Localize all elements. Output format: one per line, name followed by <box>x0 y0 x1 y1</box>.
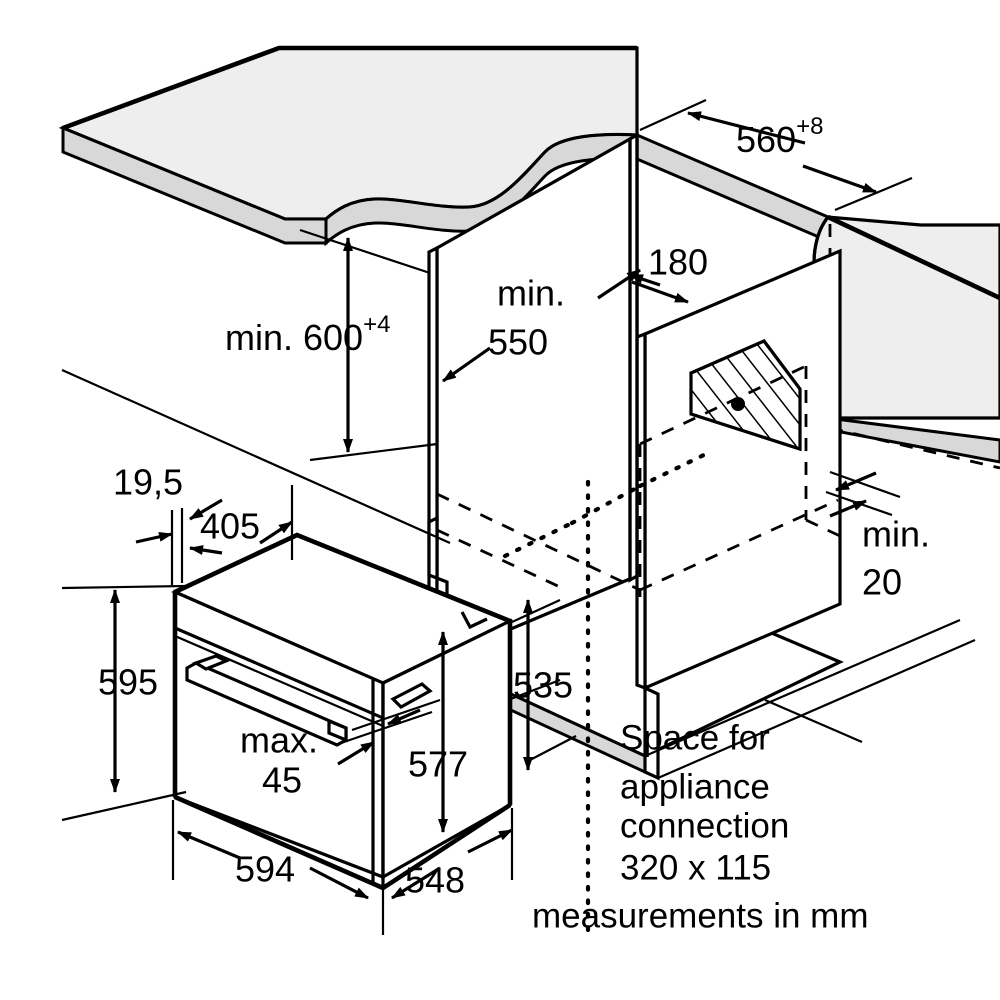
label-405: 405 <box>200 506 260 547</box>
ext-600-bottom <box>309 442 438 462</box>
countertop-edge-far-right <box>635 132 830 244</box>
guide-floor-right <box>644 618 961 758</box>
label-19-5: 19,5 <box>113 462 183 503</box>
niche-dotted-diagonal-2 <box>569 483 643 526</box>
ext-560-left <box>639 98 707 132</box>
label-max-45-value: 45 <box>262 760 302 801</box>
arrow-594-left <box>177 830 241 860</box>
oven-side-grip <box>390 682 433 709</box>
arrow-45-right <box>387 708 421 726</box>
ext-535-top <box>511 599 561 623</box>
label-max-45-prefix: max. <box>240 720 318 761</box>
arrow-180-left <box>629 273 661 287</box>
niche-corner-post-line <box>628 135 639 580</box>
wall-hidden-bottom <box>829 426 1000 470</box>
oven-handle-left-stub <box>192 654 230 671</box>
ext-600-top <box>299 228 431 275</box>
niche-hidden-rear-left <box>639 498 839 592</box>
label-560: 560+8 <box>736 113 823 159</box>
note-line-4: 320 x 115 <box>620 848 771 887</box>
guide-floor-right-2 <box>657 638 976 780</box>
oven-top-notch <box>460 611 488 630</box>
label-min-20-value: 20 <box>862 562 902 603</box>
label-min-550-prefix: min. <box>497 273 565 314</box>
note-line-2: appliance <box>620 767 770 806</box>
label-535: 535 <box>513 665 573 706</box>
oven-appliance <box>171 532 514 891</box>
connection-note-block: Space for appliance connection 320 x 115… <box>532 718 868 935</box>
arrow-550-down <box>442 346 491 383</box>
niche-right-panel <box>643 248 842 691</box>
leader-connection-note-2 <box>529 735 577 761</box>
label-577: 577 <box>408 744 468 785</box>
niche-dotted-diagonal-3 <box>637 449 713 489</box>
connection-recess-outline <box>689 339 802 452</box>
arrow-20-up <box>829 499 867 518</box>
label-595: 595 <box>98 662 158 703</box>
countertop-outline <box>62 45 637 131</box>
guide-floor-left <box>61 368 451 545</box>
leader-45-a <box>337 710 433 746</box>
arrow-548-left <box>391 866 441 900</box>
arrow-560-right <box>802 164 877 194</box>
ext-595-bottom <box>61 790 187 822</box>
arrow-405-left <box>189 545 223 555</box>
niche-hidden-back-top <box>639 364 807 446</box>
wall-panel-top-outline <box>827 214 1000 301</box>
niche-dotted-diagonal <box>502 520 575 559</box>
oven-outline <box>172 532 513 805</box>
dimension-arrows <box>110 111 877 900</box>
countertop-assembly <box>58 45 830 247</box>
arrow-560-left <box>687 111 806 145</box>
oven-handle-right-stub <box>327 718 348 743</box>
construction-lines <box>61 98 976 935</box>
ext-535-bottom <box>507 678 561 702</box>
arrow-195-a <box>135 531 173 544</box>
oven-door-top-seam-2 <box>174 634 384 728</box>
label-548: 548 <box>405 860 465 901</box>
arrow-195-b <box>189 498 223 521</box>
label-min-550-value: 550 <box>488 322 548 363</box>
oven-door-top-seam <box>174 626 384 720</box>
cabinet-niche <box>427 132 844 935</box>
note-line-1: Space for <box>620 718 770 757</box>
leader-connection-note <box>764 698 863 744</box>
dimension-labels: 560+8 min.600+4 min. 550 180 min. 20 19,… <box>98 113 930 900</box>
ext-595-top <box>61 584 187 590</box>
arrow-594-right <box>309 866 369 900</box>
arrow-20-down <box>835 471 877 492</box>
arrow-405-right <box>259 520 293 545</box>
label-594: 594 <box>235 849 295 890</box>
arrow-45-left <box>337 740 375 766</box>
label-min-600: min.600+4 <box>225 311 390 357</box>
note-line-3: connection <box>620 806 789 845</box>
ext-20-top <box>829 470 901 499</box>
arrow-180-right <box>631 280 689 304</box>
arrow-548-right <box>467 828 513 854</box>
label-min-20-prefix: min. <box>862 514 930 555</box>
leader-45-b <box>351 698 441 732</box>
label-180: 180 <box>648 242 708 283</box>
niche-hidden-right-floor <box>805 518 841 538</box>
units-note: measurements in mm <box>532 896 868 935</box>
ext-560-right <box>834 176 913 212</box>
